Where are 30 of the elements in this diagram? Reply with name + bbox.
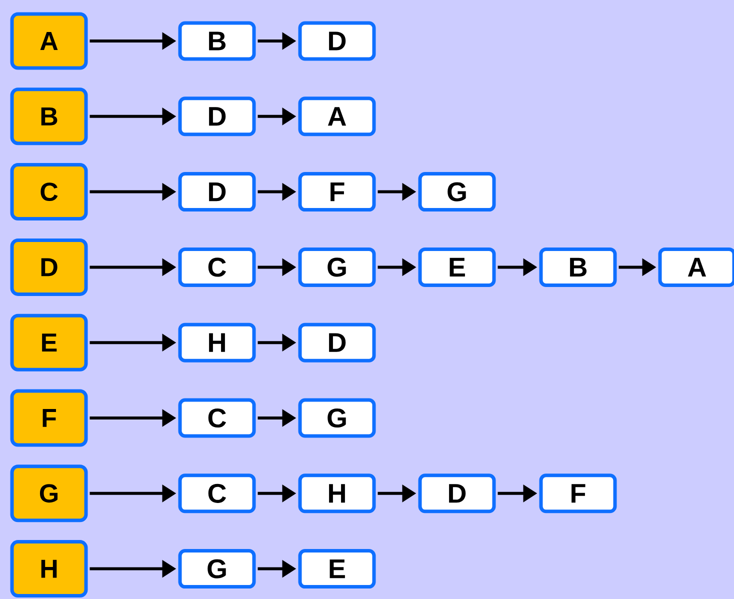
list-box: H (178, 322, 256, 362)
head-box: D (10, 238, 88, 296)
list-box: D (298, 21, 376, 61)
list-box: G (178, 549, 256, 589)
list-box: B (539, 247, 617, 287)
head-box: G (10, 464, 88, 522)
list-box: C (178, 247, 256, 287)
list-box: G (298, 247, 376, 287)
list-box: E (298, 549, 376, 589)
list-box: G (298, 398, 376, 438)
head-box: F (10, 389, 88, 447)
list-box: C (178, 474, 256, 514)
head-box: B (10, 88, 88, 146)
list-box: C (178, 398, 256, 438)
list-box: A (658, 247, 734, 287)
head-box: C (10, 163, 88, 221)
list-box: G (418, 172, 496, 212)
list-box: E (418, 247, 496, 287)
list-box: D (178, 96, 256, 136)
list-box: F (298, 172, 376, 212)
head-box: H (10, 540, 88, 598)
head-box: E (10, 314, 88, 372)
list-box: D (178, 172, 256, 212)
list-box: F (539, 474, 617, 514)
list-box: A (298, 96, 376, 136)
list-box: D (418, 474, 496, 514)
list-box: H (298, 474, 376, 514)
head-box: A (10, 12, 88, 70)
list-box: D (298, 322, 376, 362)
list-box: B (178, 21, 256, 61)
